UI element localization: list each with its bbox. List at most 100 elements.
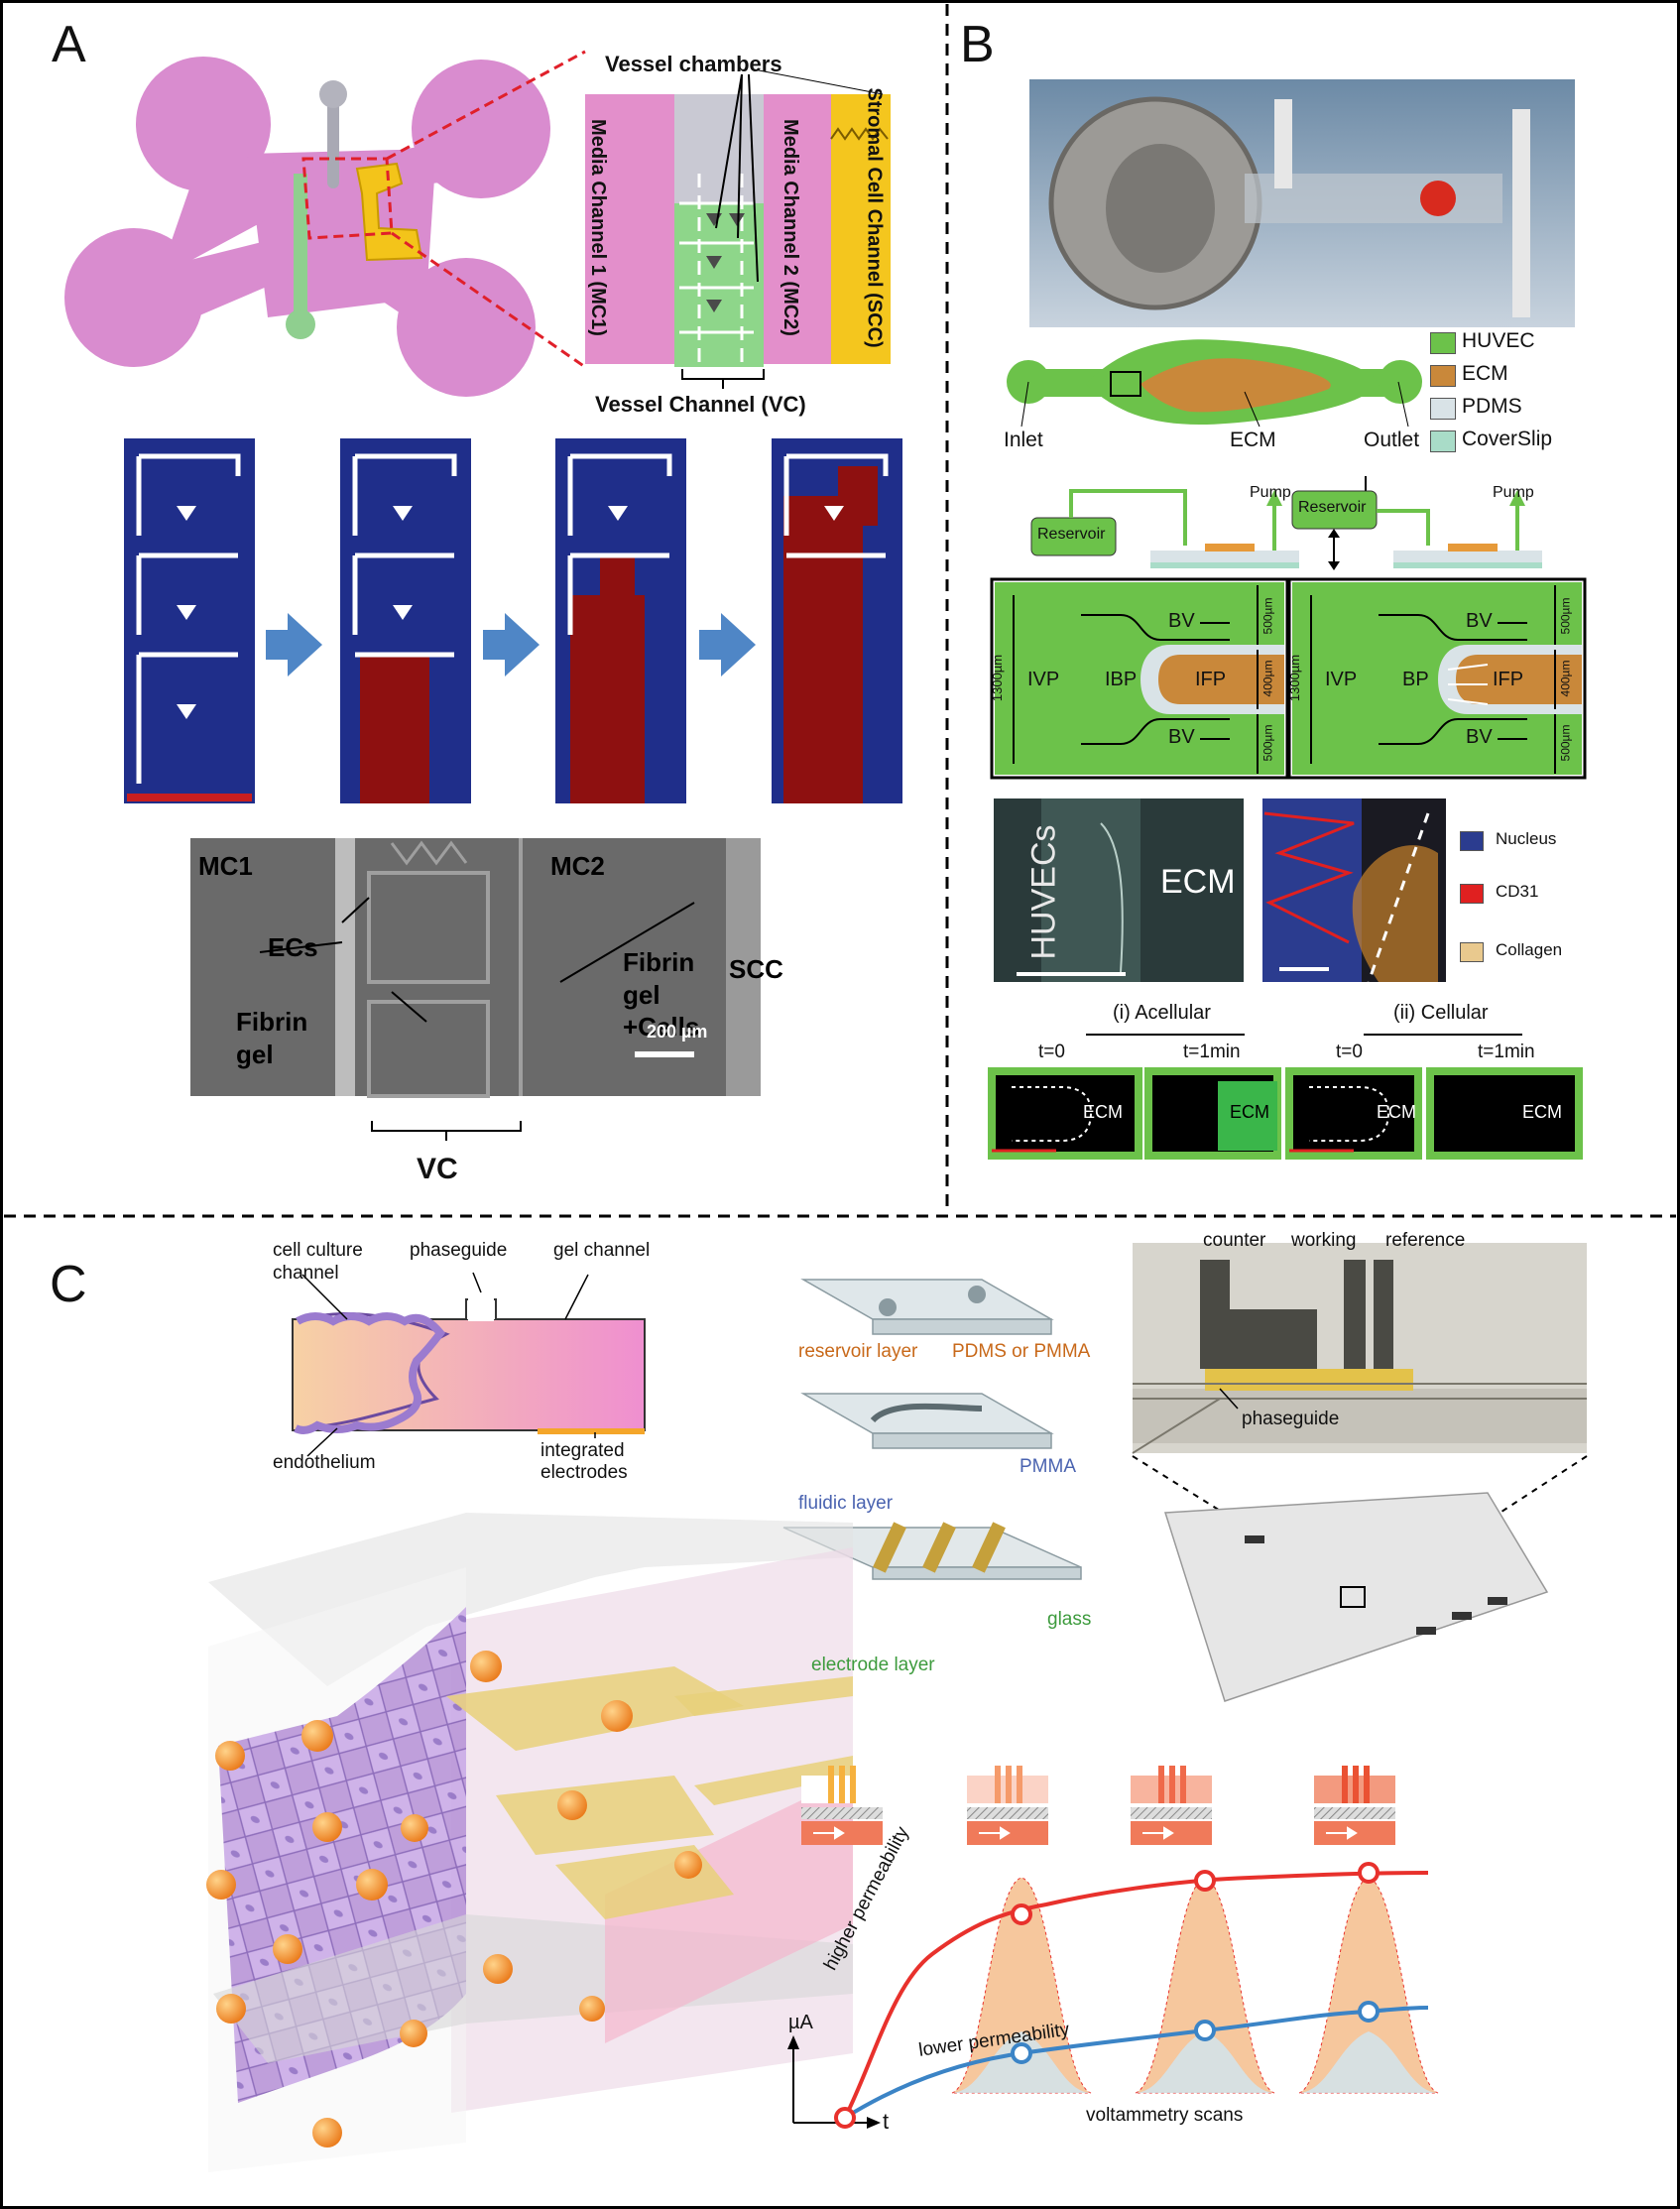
fluorescence-images [994,798,1446,983]
gel-channel-label: gel channel [553,1240,651,1261]
height-right: 1300µm [1287,654,1303,702]
perm-ecm-4: ECM [1522,1102,1562,1122]
device-diagram-a [64,50,586,397]
electrode-layer-label: electrode layer [811,1655,935,1675]
fluidic-layer-label: fluidic layer [798,1493,894,1514]
ivp-right: IVP [1325,669,1358,690]
voltammetry-plot [787,1862,1439,2129]
vc-label: VC [417,1153,458,1185]
panel-letter-c: C [50,1256,87,1313]
ecs-label: ECs [268,932,318,962]
electrode-photo [1132,1243,1588,1702]
start-marker [834,2107,856,2129]
glass-label: glass [1047,1609,1092,1630]
dim-bottom-left: 500µm [1260,724,1275,762]
bv-top-left: BV [1168,610,1195,632]
higher-permeability-curve [843,1871,1429,2119]
dim-mid-right: 400µm [1558,660,1573,697]
device-photo-b [1029,79,1575,327]
voltammetry-peak-low-2 [1136,2031,1274,2093]
lower-marker-1 [1011,2042,1032,2064]
ibp-left: IBP [1105,669,1138,690]
stain-label-collagen: Collagen [1496,940,1563,959]
mc2-label: Media Channel 2 (MC2) [779,119,801,336]
panel-b [988,79,1587,1160]
higher-marker-2 [1194,1870,1216,1892]
legend-label-coverslip: CoverSlip [1462,428,1553,450]
channel-schematic-left [990,577,1289,780]
legend-swatch-huvec [1430,332,1456,354]
y-unit-label: µA [788,2012,813,2033]
lower-marker-2 [1194,2020,1216,2041]
bv-bottom-right: BV [1466,726,1493,748]
3d-channel-render [206,1513,853,2172]
cell-culture-label-2: channel [273,1263,339,1284]
stain-label-cd31: CD31 [1496,882,1539,901]
dim-mid-left: 400µm [1260,660,1275,697]
micro-mc1-label: MC1 [198,851,253,881]
bv-bottom-left: BV [1168,726,1195,748]
outlet-label: Outlet [1364,429,1420,451]
stain-swatch-cd31 [1460,884,1484,904]
ifp-right: IFP [1493,669,1524,690]
integrated-label-2: electrodes [540,1462,628,1483]
integrated-label-1: integrated [540,1440,625,1461]
pump-label-1: Pump [1250,484,1291,501]
panel-a [64,50,902,1141]
mc1-label: Media Channel 1 (MC1) [586,119,609,336]
t0-acellular: t=0 [1038,1042,1065,1062]
dim-top-right: 500µm [1558,597,1573,635]
legend-swatch-ecm [1430,365,1456,387]
device-layout-b [1007,339,1422,428]
acellular-label: (i) Acellular [1113,1002,1211,1024]
pdms-pmma-label: PDMS or PMMA [952,1341,1091,1362]
voltammetry-peak-1 [951,1877,1092,2094]
micrograph-a [190,838,761,1141]
vessel-chambers-label: Vessel chambers [605,52,782,76]
voltammetry-scans-label: voltammetry scans [1086,2105,1244,2126]
higher-marker-1 [1011,1903,1032,1925]
perm-ecm-2: ECM [1230,1102,1269,1122]
cross-section-schematic [292,1272,646,1457]
vessel-channel-label: Vessel Channel (VC) [595,392,806,417]
panel-c [206,1243,1588,2172]
fibrin-cells-label-2: gel [623,980,660,1010]
pump-label-2: Pump [1493,484,1534,501]
fibrin-label-2: gel [236,1040,274,1069]
ifp-left: IFP [1195,669,1227,690]
device-ecm-label: ECM [1230,429,1276,451]
working-label: working [1291,1230,1357,1251]
micro-mc2-label: MC2 [550,851,605,881]
counter-label: counter [1203,1230,1266,1251]
zoom-inset [585,68,891,389]
scale-bar-label: 200 µm [647,1022,708,1042]
bp-right: BP [1402,669,1429,690]
dim-bottom-right: 500µm [1558,724,1573,762]
voltammetry-peak-3 [1298,1877,1439,2094]
dim-top-left: 500µm [1260,597,1275,635]
flow-diagrams-b [1030,476,1542,570]
lower-marker-3 [1358,2001,1380,2023]
higher-marker-3 [1358,1862,1380,1884]
permeability-images [988,1034,1583,1160]
simulation-sequence [124,438,902,803]
fibrin-cells-label-1: Fibrin [623,947,695,977]
reservoir-label-1: Reservoir [1037,526,1106,543]
x-unit-label: t [883,2109,890,2134]
legend-label-ecm: ECM [1462,362,1508,385]
stain-swatch-collagen [1460,942,1484,962]
perm-ecm-1: ECM [1083,1102,1123,1122]
height-left: 1300µm [990,654,1006,702]
t0-cellular: t=0 [1336,1042,1363,1062]
pmma-label: PMMA [1020,1456,1076,1477]
endothelium-label: endothelium [273,1452,376,1473]
reservoir-label-2: Reservoir [1298,499,1367,516]
legend-swatch-pdms [1430,398,1456,420]
t1-acellular: t=1min [1183,1042,1241,1062]
fibrin-label-1: Fibrin [236,1007,308,1037]
voltammetry-peak-2 [1135,1877,1275,2094]
channel-schematic-right [1287,577,1587,780]
stain-swatch-nucleus [1460,831,1484,851]
